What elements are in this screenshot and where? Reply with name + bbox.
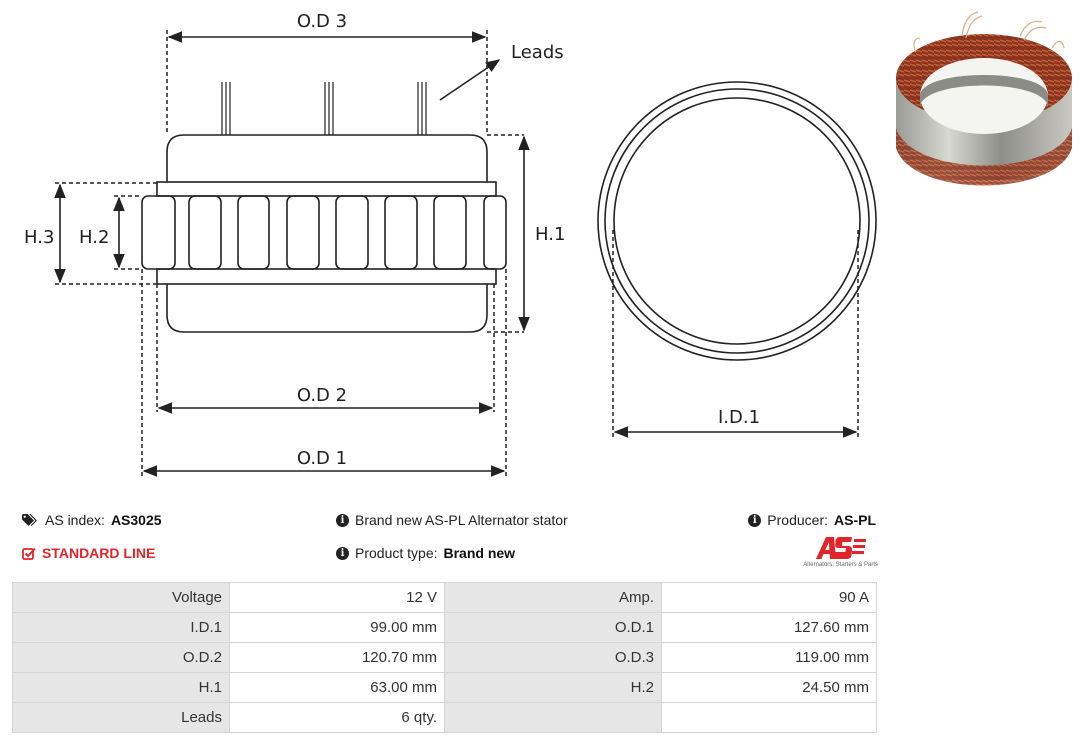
as-index: AS index: AS3025 (22, 511, 162, 529)
label-h3: H.3 (24, 227, 54, 248)
core-plate-bottom (156, 268, 497, 285)
spec-value (661, 702, 877, 733)
standard-line-label: STANDARD LINE (42, 545, 156, 561)
info-icon: i (748, 513, 762, 527)
product-type: i Product type: Brand new (336, 544, 515, 562)
core-teeth (141, 195, 507, 270)
label-id1: I.D.1 (718, 407, 760, 428)
stator-technical-drawing: O.D 3 Leads H.3 H.2 H.1 O.D 2 O.D 1 I.D.… (24, 11, 877, 477)
spec-value: 24.50 mm (661, 672, 877, 703)
spec-label: O.D.3 (444, 642, 662, 673)
label-od2: O.D 2 (297, 385, 347, 406)
as-logo-icon (816, 537, 866, 559)
info-icon: i (336, 546, 349, 560)
spec-value: 99.00 mm (229, 612, 445, 643)
info-icon: i (336, 513, 349, 527)
spec-label: Leads (12, 702, 230, 733)
spec-value: 127.60 mm (661, 612, 877, 643)
spec-value: 63.00 mm (229, 672, 445, 703)
stator-rings (597, 81, 877, 361)
winding-bottom (166, 284, 488, 333)
lead-wires (221, 82, 427, 135)
spec-value: 120.70 mm (229, 642, 445, 673)
spec-label: H.2 (444, 672, 662, 703)
as-index-value: AS3025 (110, 512, 162, 528)
product-description: i Brand new AS-PL Alternator stator (336, 511, 568, 529)
producer: i Producer: AS-PL (748, 511, 876, 529)
product-type-value: Brand new (443, 545, 516, 561)
spec-value: 90 A (661, 582, 877, 613)
spec-label: H.1 (12, 672, 230, 703)
producer-value: AS-PL (834, 512, 876, 528)
logo-tagline: Alternators, Starters & Parts (803, 562, 878, 568)
core-plate-top (156, 181, 497, 197)
spec-label: I.D.1 (12, 612, 230, 643)
leads-pointer (439, 59, 501, 101)
label-h2: H.2 (79, 227, 109, 248)
spec-label (444, 702, 662, 733)
producer-label: Producer: (767, 512, 828, 528)
spec-label: Amp. (444, 582, 662, 613)
spec-label: O.D.1 (444, 612, 662, 643)
spec-value: 6 qty. (229, 702, 445, 733)
label-od1: O.D 1 (297, 448, 347, 469)
winding-top (166, 134, 488, 182)
spec-value: 12 V (229, 582, 445, 613)
product-type-label: Product type: (355, 545, 438, 561)
stator-product-photo (896, 11, 1072, 186)
label-od3: O.D 3 (297, 11, 347, 32)
as-index-label: AS index: (45, 512, 105, 528)
description-text: Brand new AS-PL Alternator stator (355, 512, 568, 528)
check-square-icon (22, 547, 36, 560)
as-pl-logo: Alternators, Starters & Parts (792, 536, 878, 570)
spec-label: O.D.2 (12, 642, 230, 673)
standard-line-badge: STANDARD LINE (22, 544, 155, 562)
spec-value: 119.00 mm (661, 642, 877, 673)
tags-icon (22, 513, 39, 527)
label-leads: Leads (511, 42, 564, 63)
label-h1: H.1 (535, 224, 565, 245)
spec-label: Voltage (12, 582, 230, 613)
